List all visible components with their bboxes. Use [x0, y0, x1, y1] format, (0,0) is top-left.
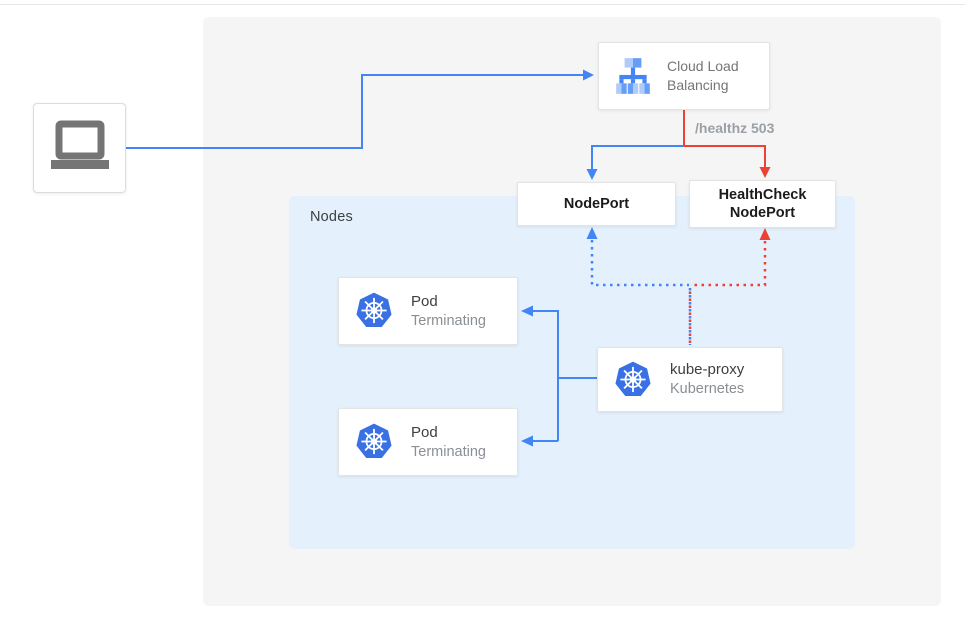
pod-node-1: Pod Terminating: [338, 277, 518, 345]
cloud-load-balancing-node: Cloud Load Balancing: [598, 42, 770, 110]
pod-title: Pod: [411, 292, 438, 310]
kubernetes-icon: [615, 361, 651, 396]
laptop-icon: [50, 120, 109, 169]
nodeport-node: NodePort: [517, 182, 676, 226]
pod-status: Terminating: [411, 312, 486, 329]
pod-status: Terminating: [411, 443, 486, 460]
nodeport-label: NodePort: [563, 196, 630, 212]
kube-proxy-title: kube-proxy: [670, 361, 745, 378]
load-balancer-icon: [616, 58, 650, 94]
kube-proxy-node: kube-proxy Kubernetes: [597, 347, 783, 412]
pod-title: Pod: [411, 423, 438, 441]
healthz-status-label: /healthz 503: [695, 120, 775, 136]
kube-proxy-subtitle: Kubernetes: [670, 381, 745, 397]
healthcheck-nodeport-label: HealthCheck NodePort: [718, 187, 807, 221]
kubernetes-icon: [356, 292, 392, 327]
pod-node-2: Pod Terminating: [338, 408, 518, 476]
cloud-load-balancing-label: Cloud Load Balancing: [667, 58, 739, 93]
top-divider: [0, 4, 965, 5]
nodes-group-label: Nodes: [310, 209, 353, 225]
healthcheck-nodeport-node: HealthCheck NodePort: [689, 180, 836, 228]
kubernetes-icon: [356, 423, 392, 458]
client-node: [33, 103, 126, 193]
